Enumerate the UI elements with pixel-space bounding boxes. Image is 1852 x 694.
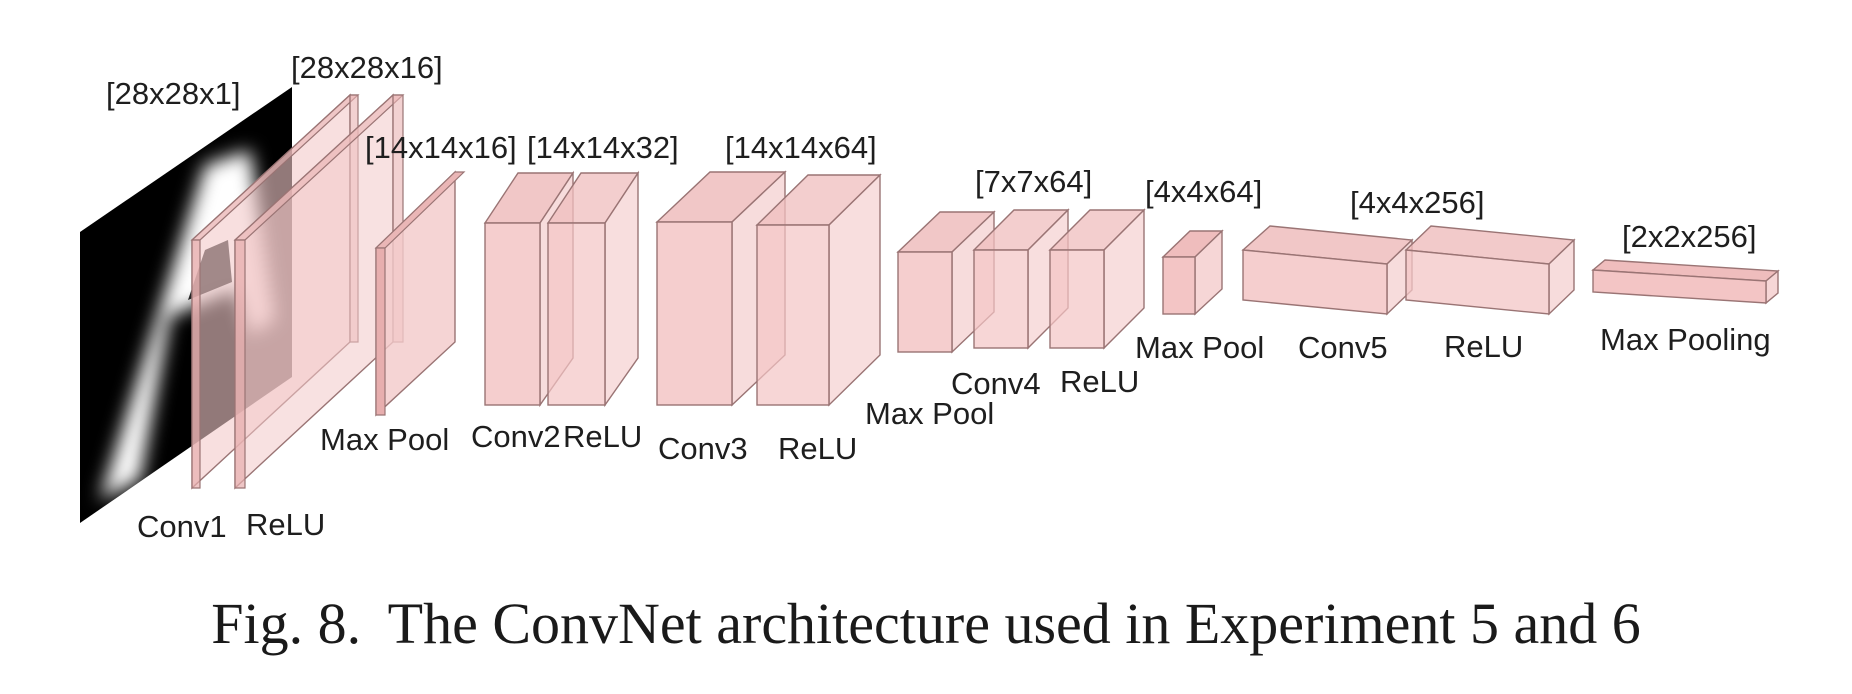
conv1-dims-label: [28x28x16]: [291, 50, 443, 85]
relu5-label: ReLU: [1444, 329, 1523, 364]
pool3-label: Max Pool: [1135, 330, 1264, 365]
relu4-block: [1048, 208, 1146, 350]
pool3-dims-label: [4x4x64]: [1145, 174, 1262, 209]
input-dims-label: [28x28x1]: [106, 76, 240, 111]
conv4-label: Conv4: [951, 366, 1041, 401]
relu4-label: ReLU: [1060, 364, 1139, 399]
conv3-label: Conv3: [658, 431, 748, 466]
conv5-label: Conv5: [1298, 330, 1388, 365]
caption-text: The ConvNet architecture used in Experim…: [387, 591, 1641, 656]
conv2-label: Conv2: [471, 419, 561, 454]
caption-number: Fig. 8.: [211, 591, 362, 656]
relu3-label: ReLU: [778, 431, 857, 466]
relu1-label: ReLU: [246, 507, 325, 542]
conv1-label: Conv1: [137, 509, 227, 544]
relu2-block: [546, 170, 640, 408]
pool1-block: [374, 170, 466, 417]
pool4-label: Max Pooling: [1600, 322, 1771, 357]
pool4-block: [1591, 259, 1780, 305]
conv4-dims-label: [7x7x64]: [975, 164, 1092, 199]
figure-caption: Fig. 8. The ConvNet architecture used in…: [0, 590, 1852, 657]
pool3-block: [1161, 229, 1224, 316]
pool1-dims-label: [14x14x16]: [365, 130, 517, 165]
conv5-block: [1241, 225, 1414, 316]
relu2-label: ReLU: [563, 419, 642, 454]
relu2-dims-label: [14x14x32]: [527, 130, 679, 165]
pool1-label: Max Pool: [320, 422, 449, 457]
pool4-dims-label: [2x2x256]: [1622, 219, 1756, 254]
conv5-dims-label: [4x4x256]: [1350, 185, 1484, 220]
relu5-block: [1404, 225, 1576, 316]
pool2-label: Max Pool: [865, 396, 994, 431]
relu3-dims-label: [14x14x64]: [725, 130, 877, 165]
relu3-block: [755, 173, 882, 407]
architecture-diagram: [28x28x1] [28x28x16] Conv1 ReLU [14x14x1…: [80, 50, 1780, 544]
